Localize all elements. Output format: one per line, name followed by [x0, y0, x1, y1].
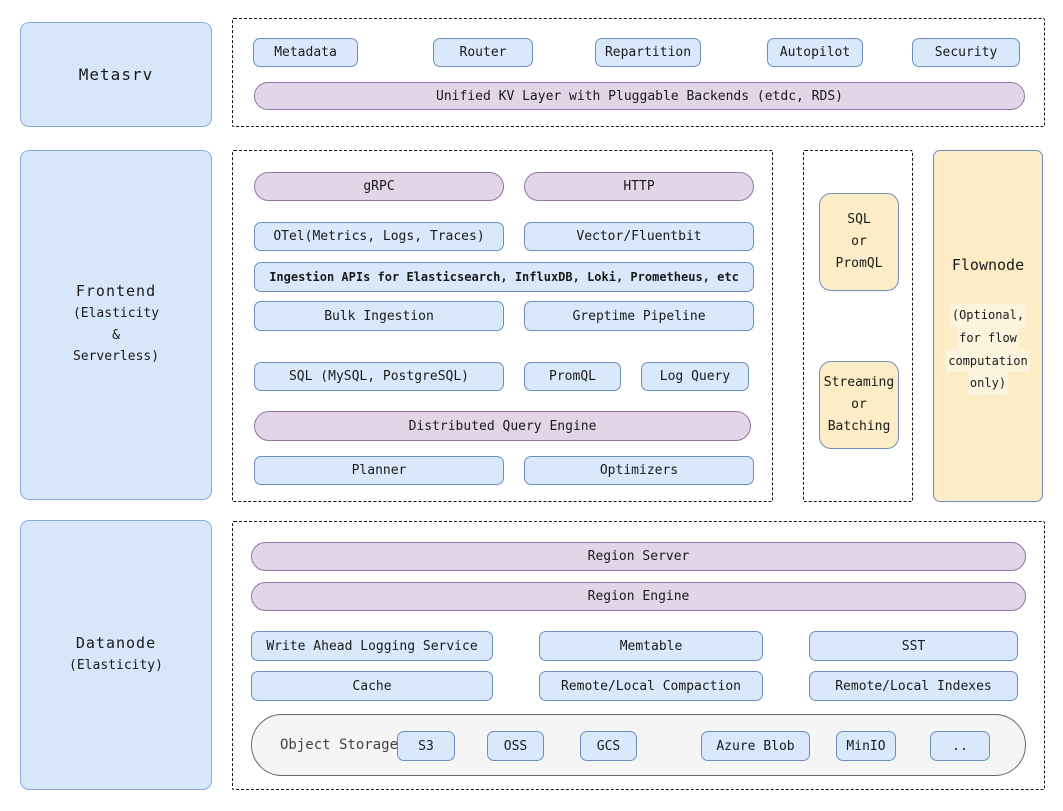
metasrv-chip-metadata: Metadata — [253, 38, 358, 67]
object-storage-container: Object Storage S3 OSS GCS Azure Blob Min… — [251, 714, 1026, 776]
flownode-box: Flownode (Optional, for flow computation… — [933, 150, 1043, 502]
flow-bridge-panel: SQL or PromQL Streaming or Batching — [803, 150, 913, 502]
frontend-box: Frontend (Elasticity & Serverless) — [20, 150, 212, 500]
more-backends-chip: .. — [930, 731, 990, 761]
azure-blob-chip: Azure Blob — [701, 731, 810, 761]
region-server-pill: Region Server — [251, 542, 1026, 571]
region-engine-pill: Region Engine — [251, 582, 1026, 611]
datanode-box: Datanode (Elasticity) — [20, 520, 212, 790]
metasrv-chip-repartition: Repartition — [595, 38, 701, 67]
minio-chip: MinIO — [836, 731, 896, 761]
datanode-panel: Region Server Region Engine Write Ahead … — [232, 521, 1045, 790]
s3-chip: S3 — [397, 731, 455, 761]
streaming-or-batching-box: Streaming or Batching — [819, 361, 899, 449]
frontend-panel: gRPC HTTP OTel(Metrics, Logs, Traces) Ve… — [232, 150, 773, 502]
ingestion-apis-chip: Ingestion APIs for Elasticsearch, Influx… — [254, 262, 754, 292]
sql-or-promql-box: SQL or PromQL — [819, 193, 899, 291]
http-pill: HTTP — [524, 172, 754, 201]
metasrv-box: Metasrv — [20, 22, 212, 127]
sql-chip: SQL (MySQL, PostgreSQL) — [254, 362, 504, 391]
metasrv-chip-autopilot: Autopilot — [767, 38, 863, 67]
remote-local-compaction-chip: Remote/Local Compaction — [539, 671, 763, 701]
flownode-title: Flownode — [951, 256, 1025, 274]
datanode-title: Datanode — [75, 633, 157, 652]
greptime-pipeline-chip: Greptime Pipeline — [524, 301, 754, 331]
cache-chip: Cache — [251, 671, 493, 701]
unified-kv-layer-bar: Unified KV Layer with Pluggable Backends… — [254, 82, 1025, 110]
oss-chip: OSS — [487, 731, 544, 761]
promql-chip: PromQL — [524, 362, 621, 391]
metasrv-title: Metasrv — [78, 65, 154, 84]
memtable-chip: Memtable — [539, 631, 763, 661]
datanode-subtitle: (Elasticity) — [69, 657, 163, 673]
wal-service-chip: Write Ahead Logging Service — [251, 631, 493, 661]
grpc-pill: gRPC — [254, 172, 504, 201]
bulk-ingestion-chip: Bulk Ingestion — [254, 301, 504, 331]
vector-fluentbit-chip: Vector/Fluentbit — [524, 222, 754, 251]
metasrv-chip-router: Router — [433, 38, 533, 67]
sst-chip: SST — [809, 631, 1018, 661]
gcs-chip: GCS — [580, 731, 637, 761]
metasrv-panel: Metadata Router Repartition Autopilot Se… — [232, 18, 1045, 127]
otel-chip: OTel(Metrics, Logs, Traces) — [254, 222, 504, 251]
distributed-query-engine-pill: Distributed Query Engine — [254, 411, 751, 441]
planner-chip: Planner — [254, 456, 504, 485]
log-query-chip: Log Query — [641, 362, 749, 391]
object-storage-label: Object Storage — [280, 737, 399, 753]
optimizers-chip: Optimizers — [524, 456, 754, 485]
remote-local-indexes-chip: Remote/Local Indexes — [809, 671, 1018, 701]
metasrv-chip-security: Security — [912, 38, 1020, 67]
flownode-subtitle: (Optional, for flow computation only) — [946, 304, 1030, 396]
frontend-title: Frontend — [75, 282, 157, 301]
frontend-subtitle: (Elasticity & Serverless) — [72, 306, 160, 365]
